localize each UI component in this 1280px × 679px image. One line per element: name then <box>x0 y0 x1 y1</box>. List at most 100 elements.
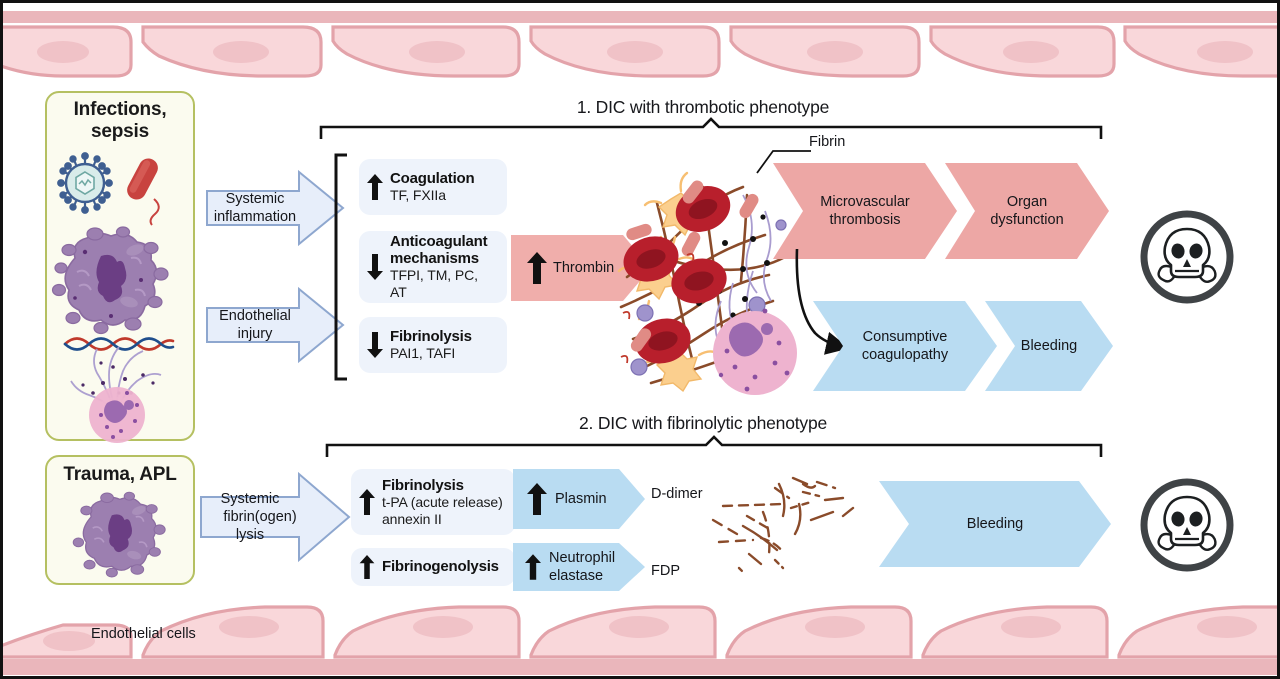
chevron-shape <box>513 543 645 591</box>
mechanism-title-line2: mechanisms <box>390 250 479 268</box>
up-arrow-icon <box>367 174 383 200</box>
up-arrow-icon <box>527 483 547 515</box>
chevron-label: Organ dysfunction <box>945 163 1109 259</box>
fibrin-leader-line <box>756 150 811 174</box>
inflow-label-line2: fibrin(ogen) lysis <box>223 508 297 544</box>
mechanism-title: Fibrinolysis <box>382 476 464 494</box>
fibrin-label: Fibrin <box>809 134 846 150</box>
curved-arrow-to-consumptive <box>795 248 850 355</box>
d-dimer-label: D-dimer <box>651 486 703 502</box>
fdp-label: FDP <box>651 563 680 579</box>
phase-title-thrombotic: 1. DIC with thrombotic phenotype <box>576 97 830 117</box>
inflow-systemic-fibrinogen-lysis: Systemic fibrin(ogen) lysis <box>199 471 351 563</box>
chevron-bleeding-fibrinolytic: Bleeding <box>879 481 1111 567</box>
chevron-bleeding-thrombotic: Bleeding <box>985 301 1113 391</box>
chevron-shape <box>985 301 1113 391</box>
mechanism-box-fibrinolysis-down: Fibrinolysis PAI1, TAFI <box>359 317 507 373</box>
arrow-shape <box>206 169 345 247</box>
chevron-label-line1: Neutrophil <box>549 549 616 566</box>
chevron-label: Bleeding <box>1020 337 1078 354</box>
up-arrow-icon <box>525 554 541 580</box>
monocyte-icon <box>51 226 169 335</box>
virus-icon <box>57 152 113 214</box>
mechanism-title: Coagulation <box>390 169 475 187</box>
source-title-trauma-line1: Trauma, APL <box>63 464 177 485</box>
mechanism-box-anticoagulant: Anticoagulant mechanisms TFPI, TM, PC, A… <box>359 231 507 303</box>
chevron-shape <box>945 163 1109 259</box>
chevron-microvascular-thrombosis: Microvascular thrombosis <box>773 163 957 259</box>
endothelium-top-membrane <box>3 11 1277 23</box>
endothelium-top <box>3 6 1277 80</box>
chevron-neutrophil-elastase: Neutrophil elastase <box>513 543 645 591</box>
inflow-label-line1: Systemic <box>220 490 280 507</box>
phase-title-fibrinolytic: 2. DIC with fibrinolytic phenotype <box>578 413 828 433</box>
pathogen-icons <box>57 152 160 226</box>
chevron-organ-dysfunction: Organ dysfunction <box>945 163 1109 259</box>
mechanism-title: Fibrinogenolysis <box>382 558 499 576</box>
mechanism-sub: TFPI, TM, PC, AT <box>390 267 478 301</box>
mechanism-sub-line1: t-PA (acute release) <box>382 493 503 510</box>
chevron-label-line1: Microvascular <box>820 193 910 210</box>
dna-helix-icon <box>63 337 175 351</box>
bracket-fibrinolytic <box>325 435 1103 457</box>
chevron-shape <box>773 163 957 259</box>
down-arrow-icon <box>367 254 383 280</box>
skull-crossbones-icon-2 <box>1140 478 1234 572</box>
up-arrow-icon <box>527 252 547 284</box>
endothelial-cells-bottom <box>3 605 1277 659</box>
mechanism-sub: PAI1, TAFI <box>390 345 456 362</box>
endothelial-cells-top <box>3 25 1277 78</box>
chevron-label-line2: coagulopathy <box>861 347 949 363</box>
arrow-shape <box>200 471 351 563</box>
chevron-label-line2: thrombosis <box>829 212 901 228</box>
mechanism-bracket-thrombotic <box>334 153 347 381</box>
mechanism-title: Fibrinolysis <box>390 327 472 345</box>
up-arrow-icon <box>359 555 375 579</box>
chevron-shape <box>813 301 997 391</box>
up-arrow-icon <box>359 489 375 515</box>
endothelial-cells-label: Endothelial cells <box>91 626 196 642</box>
chevron-label: Bleeding <box>966 515 1024 532</box>
mechanism-box-coagulation: Coagulation TF, FXIIa <box>359 159 507 215</box>
neutrophil-net-icon <box>70 346 162 443</box>
mechanism-sub: TF, FXIIa <box>390 187 446 204</box>
endothelium-bottom <box>3 591 1277 676</box>
chevron-label: Consumptive coagulopathy <box>813 301 997 391</box>
chevron-label-line1: Organ <box>1006 193 1048 210</box>
chevron-consumptive-coagulopathy: Consumptive coagulopathy <box>813 301 997 391</box>
chevron-label-line1: Consumptive <box>862 328 948 345</box>
chevron-label-line2: dysfunction <box>990 212 1064 228</box>
chevron-label: Microvascular thrombosis <box>773 163 957 259</box>
chevron-thrombin-label: Thrombin <box>553 259 615 276</box>
endothelium-bottom-membrane <box>3 659 1277 675</box>
chevron-shape <box>511 235 651 301</box>
fibrin-clot-icon <box>617 171 797 395</box>
mechanism-box-fibrinogenolysis: Fibrinogenolysis <box>351 548 515 586</box>
inflow-label-line2: injury <box>237 326 273 342</box>
source-title-infections-line1: Infections, <box>73 99 167 120</box>
source-title-trauma: Trauma, APL <box>45 464 195 486</box>
chevron-shape <box>879 481 1111 567</box>
fibrin-degradation-fragments-icon <box>711 476 855 574</box>
chevron-plasmin: Plasmin <box>513 469 645 529</box>
monocyte-icon-trauma <box>72 491 166 578</box>
chevron-label: Plasmin <box>555 490 607 507</box>
inflow-endothelial-injury: Endothelial injury <box>205 286 345 364</box>
source-title-infections-line2: sepsis <box>91 120 149 142</box>
mechanism-sub-line2: annexin II <box>382 510 442 527</box>
bacterium-icon <box>127 158 160 226</box>
skull-crossbones-icon-1 <box>1140 210 1234 304</box>
chevron-label: Neutrophil elastase <box>513 543 645 591</box>
chevron-thrombin: Thrombin <box>511 235 651 301</box>
inflow-systemic-inflammation: Systemic inflammation <box>205 169 345 247</box>
mechanism-title-line1: Anticoagulant <box>390 232 488 250</box>
source-title-infections: Infections, sepsis <box>45 99 195 143</box>
inflow-label-line1: Endothelial <box>219 307 291 324</box>
inflow-label-line1: Systemic <box>225 190 285 207</box>
bracket-thrombotic <box>319 117 1103 139</box>
arrow-shape <box>206 286 345 364</box>
mechanism-box-fibrinolysis-up: Fibrinolysis t-PA (acute release) annexi… <box>351 469 515 535</box>
down-arrow-icon <box>367 332 383 358</box>
chevron-shape <box>513 469 645 529</box>
